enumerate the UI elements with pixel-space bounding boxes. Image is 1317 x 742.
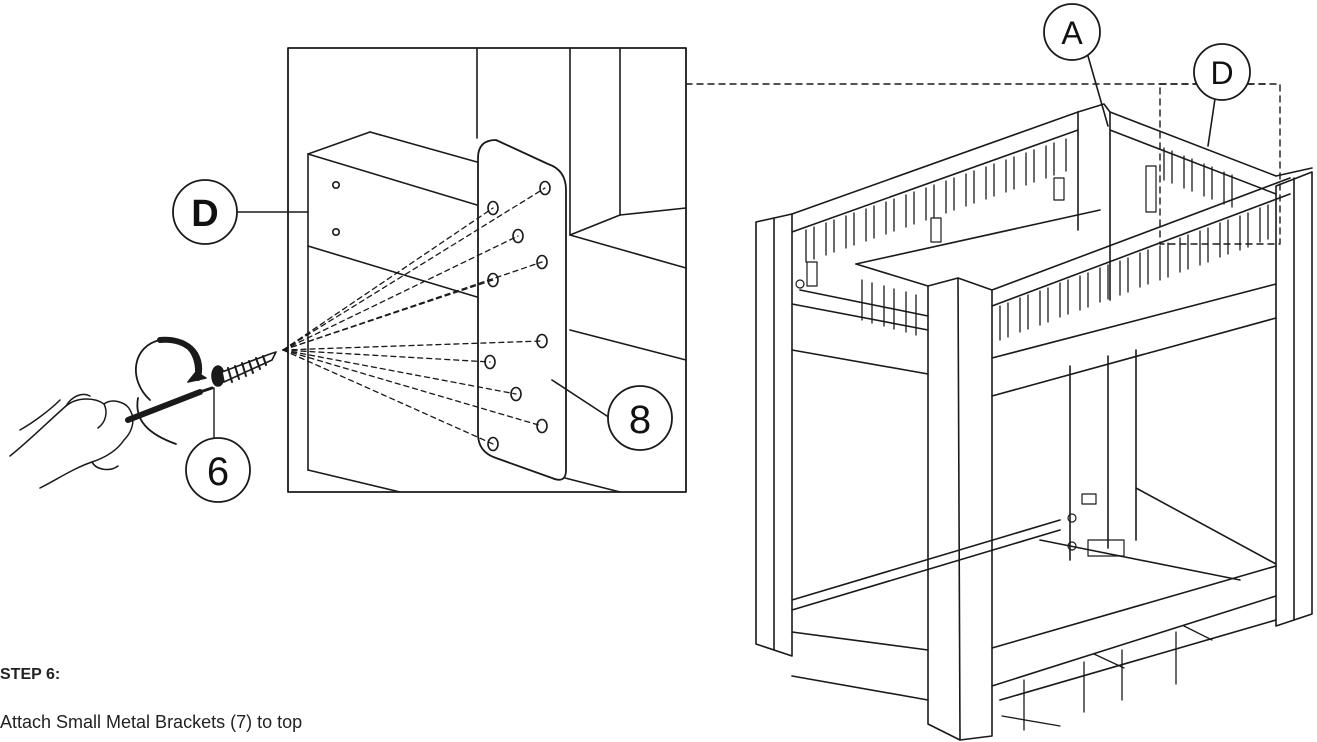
callout-label-a: A [1061, 15, 1083, 51]
furniture-frame-illustration [755, 55, 1313, 741]
callout-label-screw: 6 [207, 450, 229, 494]
step-title: STEP 6: [0, 666, 61, 683]
callout-label-d-main: D [1210, 55, 1233, 91]
callout-screw-part: 6 [185, 437, 251, 503]
hand-screwdriver-illustration [9, 336, 277, 489]
step-instruction: Attach Small Metal Brackets (7) to top [0, 712, 303, 732]
callout-plate-part: 8 [607, 385, 673, 451]
callout-label-plate: 8 [629, 398, 651, 442]
zoom-detail-box [282, 47, 687, 493]
callout-label-d-zoom: D [191, 193, 218, 235]
callout-panel-d-zoom: D [172, 179, 309, 245]
screw-icon [211, 351, 277, 387]
callout-panel-a: A [1043, 3, 1101, 61]
callout-panel-d-main: D [1193, 43, 1251, 101]
